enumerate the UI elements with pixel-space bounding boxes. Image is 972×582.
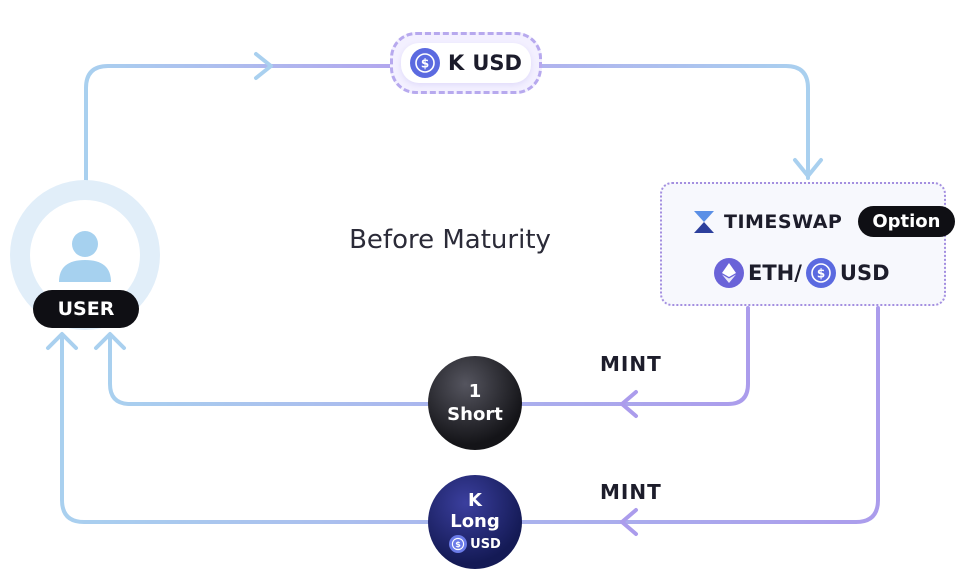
long-token-unit-row: $ USD xyxy=(449,534,501,555)
timeswap-market-box: TIMESWAP Option ETH/ $ USD xyxy=(660,182,955,306)
arrowhead-up-long xyxy=(46,332,78,350)
short-token-amount: 1 xyxy=(468,381,482,402)
pair-row: ETH/ $ USD xyxy=(714,258,890,288)
asset-token-pill: $ K USD xyxy=(390,32,542,94)
brand-name: TIMESWAP xyxy=(724,210,843,233)
user-label: USER xyxy=(33,290,139,328)
short-token-name: Short xyxy=(447,404,503,425)
long-token-unit: USD xyxy=(470,536,501,552)
svg-text:$: $ xyxy=(817,267,825,281)
svg-text:$: $ xyxy=(455,540,461,549)
asset-amount: K xyxy=(448,51,465,75)
option-badge: Option xyxy=(858,206,955,237)
pair-base: ETH/ xyxy=(748,261,802,285)
mint-label-short: MINT xyxy=(600,352,662,376)
long-token-name: Long xyxy=(450,510,500,532)
user-icon xyxy=(59,231,111,282)
phase-title: Before Maturity xyxy=(349,225,551,255)
pair-quote: USD xyxy=(839,261,890,285)
long-token: K Long $ USD xyxy=(428,475,522,569)
arrowhead-up-short xyxy=(94,332,126,350)
short-token: 1 Short xyxy=(428,356,522,450)
usd-coin-icon: $ xyxy=(449,535,468,553)
usd-coin-icon: $ xyxy=(410,48,441,78)
long-token-amount: K xyxy=(468,489,482,511)
arrowhead-left-short xyxy=(620,390,638,418)
arrowhead-left-long xyxy=(620,508,638,536)
mint-label-long: MINT xyxy=(600,480,662,504)
arrowhead-right xyxy=(254,52,273,80)
eth-icon xyxy=(714,258,744,288)
svg-text:$: $ xyxy=(421,57,429,71)
asset-token-inner: $ K USD xyxy=(401,43,531,83)
brand-row: TIMESWAP Option xyxy=(692,206,955,237)
usd-coin-icon: $ xyxy=(805,258,836,288)
asset-symbol: USD xyxy=(472,51,522,75)
arrowhead-down xyxy=(793,158,823,178)
timeswap-logo-icon xyxy=(694,210,714,233)
